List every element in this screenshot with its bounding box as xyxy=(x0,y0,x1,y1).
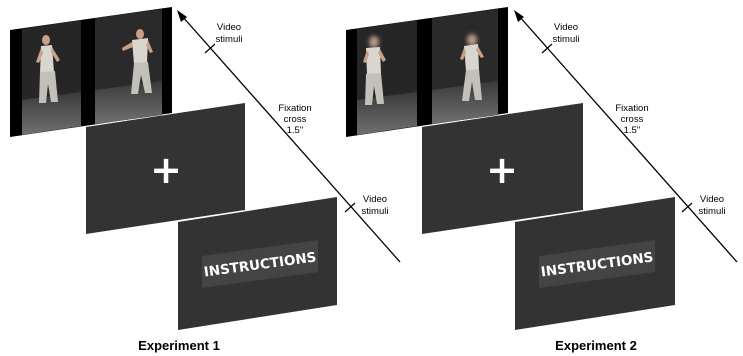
dancer-figure-right xyxy=(122,29,153,94)
tick-top xyxy=(541,43,553,54)
label-video-stimuli-top: Video stimuli xyxy=(216,22,243,45)
video-stimuli-frame xyxy=(10,7,172,137)
svg-text:Video: Video xyxy=(217,22,241,33)
svg-text:cross: cross xyxy=(621,114,644,125)
fixation-screen-bg xyxy=(86,103,245,234)
caption-experiment-1: Experiment 1 xyxy=(138,338,220,353)
tick-bottom xyxy=(681,202,693,213)
label-video-stimuli-top: Video stimuli xyxy=(553,22,580,45)
timeline-arrowhead xyxy=(177,10,187,22)
svg-text:Fixation: Fixation xyxy=(278,103,311,114)
timeline-arrow xyxy=(514,10,738,263)
instructions-screen: INSTRUCTIONS xyxy=(515,197,675,330)
fixation-screen: + xyxy=(422,103,583,234)
fixation-cross-symbol: + xyxy=(150,148,182,192)
fixation-screen-bg xyxy=(422,103,583,234)
tick-top xyxy=(204,43,216,54)
svg-text:stimuli: stimuli xyxy=(216,34,243,45)
instructions-box xyxy=(539,240,655,288)
experiment-1-panel: INSTRUCTIONS + xyxy=(10,7,401,353)
blurred-face xyxy=(369,36,379,48)
svg-text:stimuli: stimuli xyxy=(362,206,389,217)
video-floor-left xyxy=(22,92,81,135)
caption-experiment-2: Experiment 2 xyxy=(555,338,637,353)
svg-text:stimuli: stimuli xyxy=(699,206,726,217)
svg-text:Video: Video xyxy=(700,194,724,205)
timeline-arrowhead xyxy=(514,10,524,22)
blurred-face xyxy=(467,34,477,46)
instructions-screen: INSTRUCTIONS xyxy=(178,197,337,330)
label-fixation-cross: Fixation cross 1.5'' xyxy=(278,103,311,136)
dancer-figure-left xyxy=(36,35,60,103)
svg-text:Video: Video xyxy=(554,22,578,33)
fixation-cross-symbol: + xyxy=(486,148,518,192)
dancer-figure-left xyxy=(363,36,386,105)
video-floor-right xyxy=(432,81,498,124)
label-video-stimuli-bottom: Video stimuli xyxy=(699,194,726,217)
fixation-screen: + xyxy=(86,103,245,234)
instructions-box xyxy=(202,240,318,288)
svg-text:1.5'': 1.5'' xyxy=(287,125,304,136)
timeline-arrow xyxy=(177,10,401,263)
label-video-stimuli-bottom: Video stimuli xyxy=(362,194,389,217)
svg-text:stimuli: stimuli xyxy=(553,34,580,45)
video-stimuli-frame xyxy=(346,7,508,137)
label-fixation-cross: Fixation cross 1.5'' xyxy=(615,103,648,136)
svg-text:cross: cross xyxy=(284,114,307,125)
svg-text:Fixation: Fixation xyxy=(615,103,648,114)
svg-text:1.5'': 1.5'' xyxy=(624,125,641,136)
svg-text:Video: Video xyxy=(363,194,387,205)
dancer-figure-right xyxy=(460,34,484,101)
tick-bottom xyxy=(344,202,356,213)
experiment-2-panel: INSTRUCTIONS + xyxy=(346,7,738,353)
